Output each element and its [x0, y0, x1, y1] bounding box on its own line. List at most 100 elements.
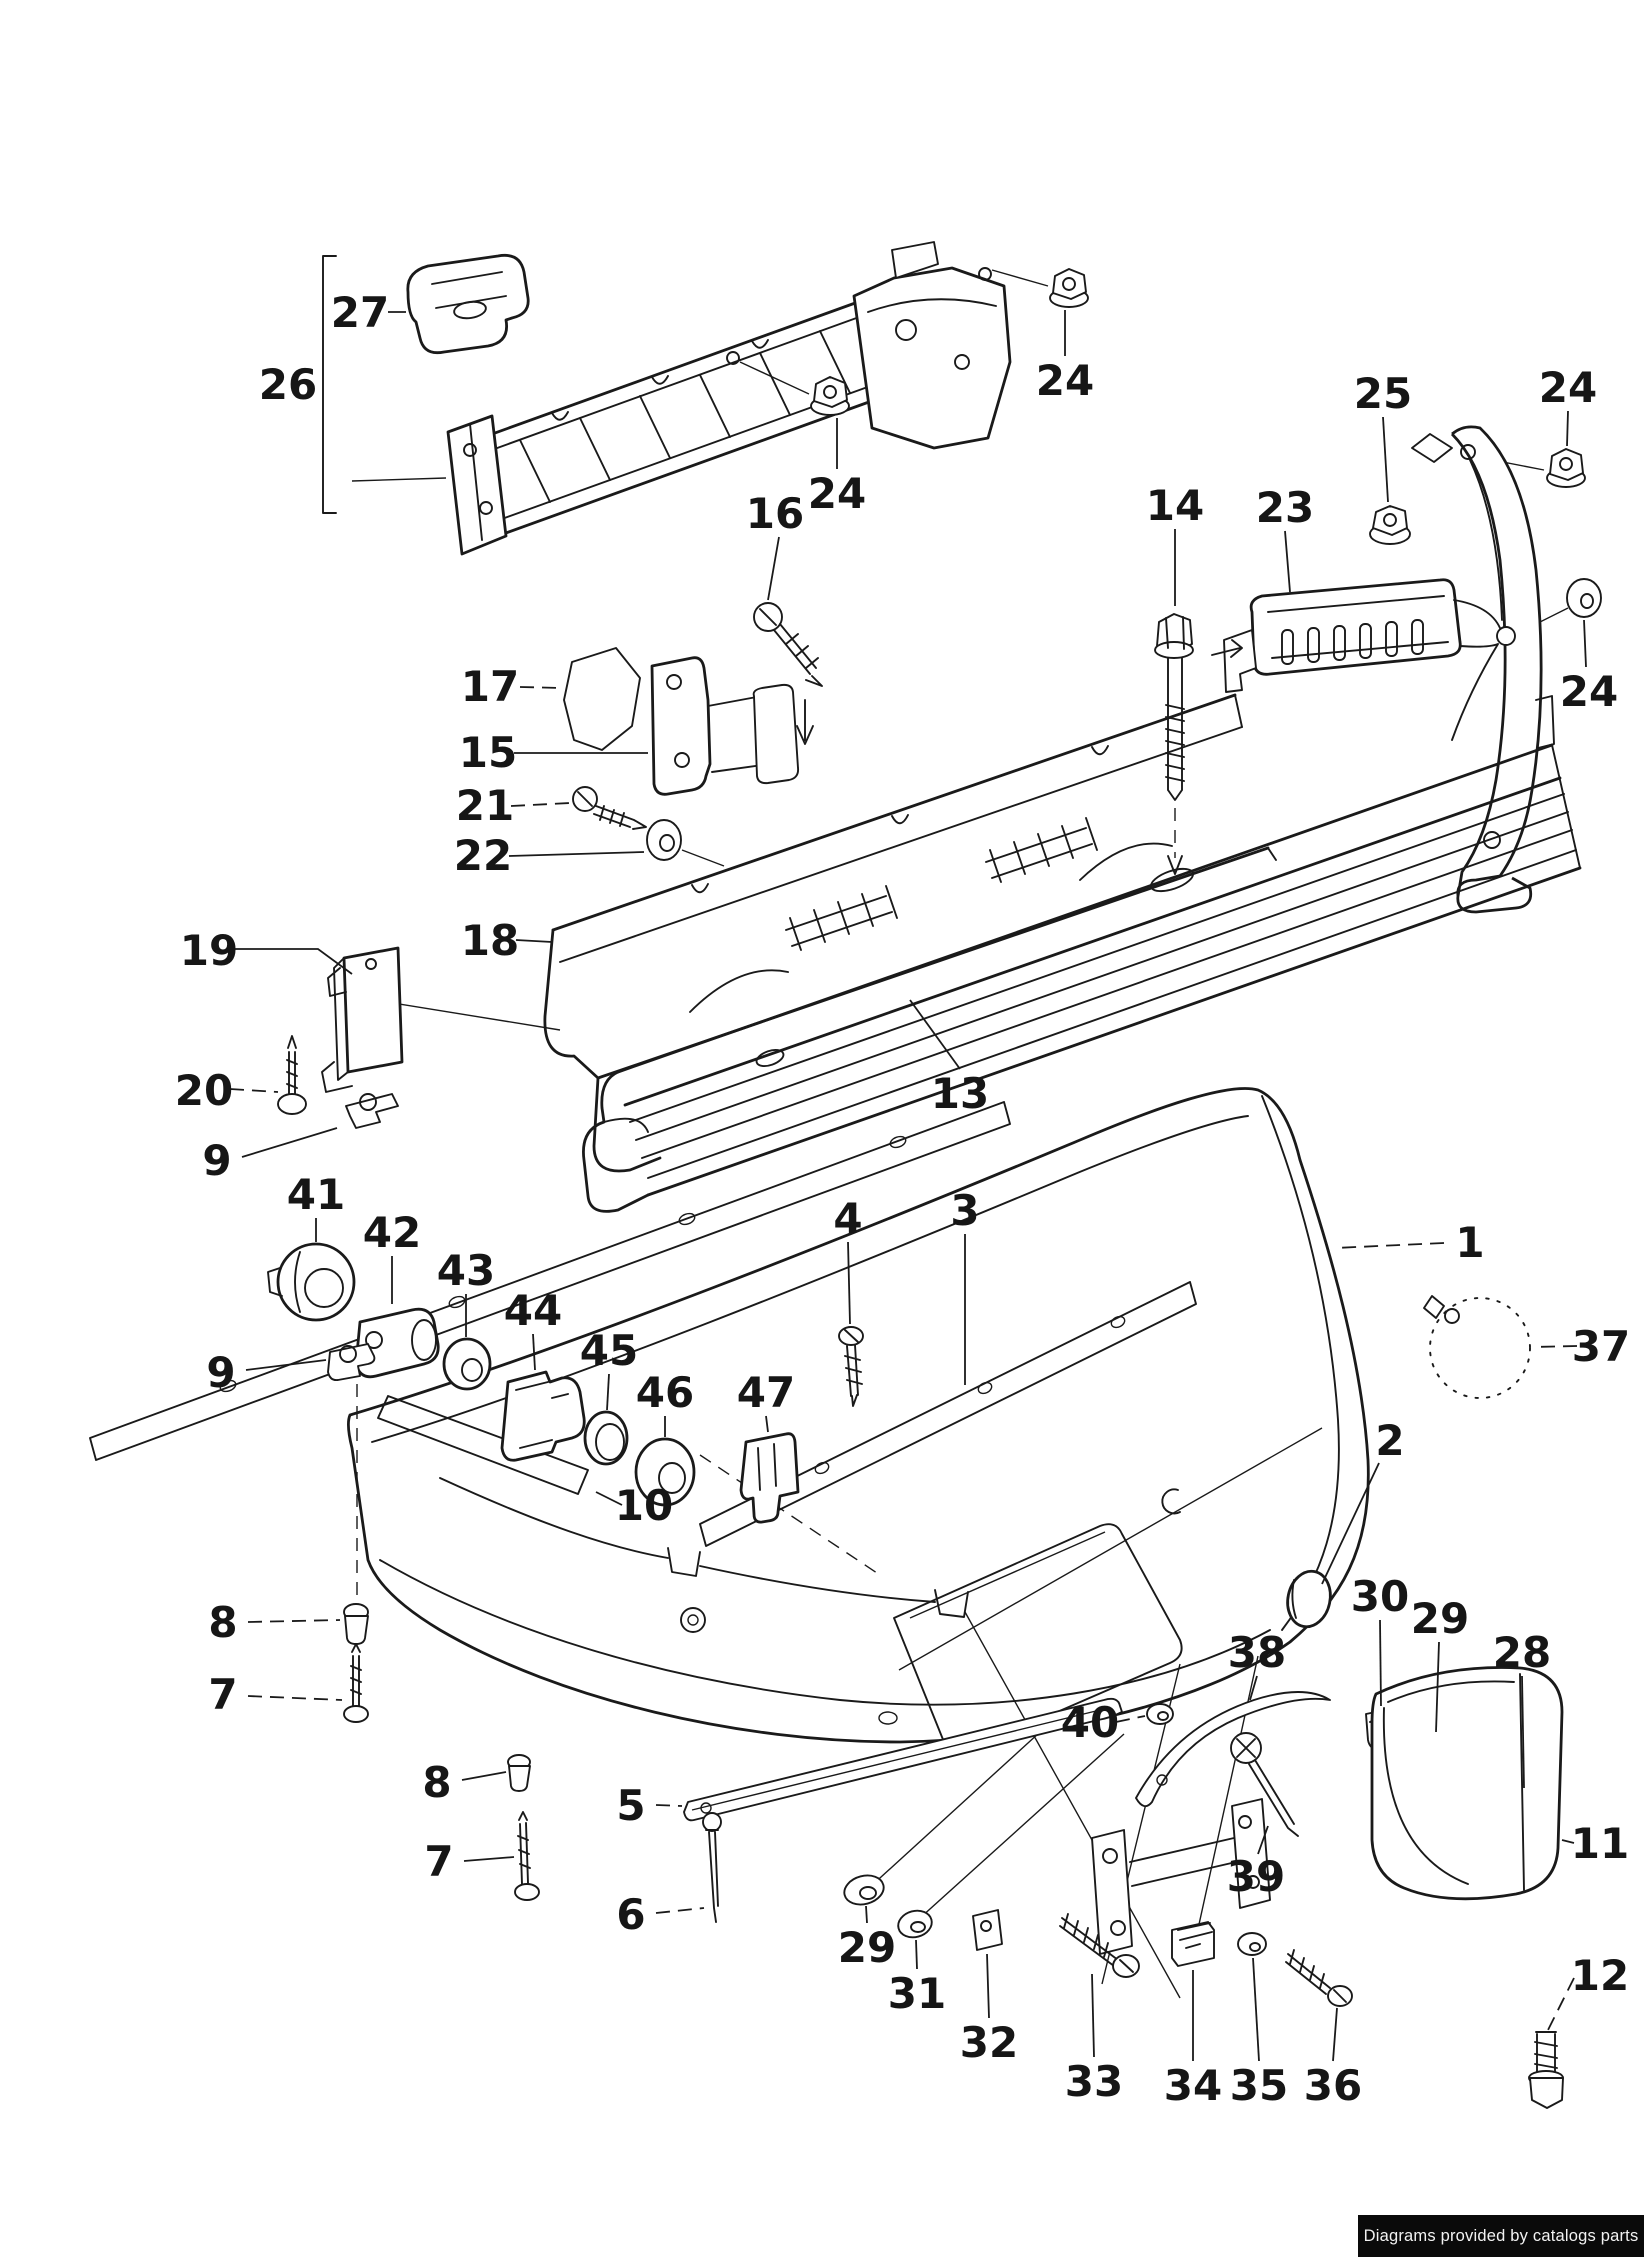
leader-line-44 — [532, 1333, 536, 1371]
leader-line-30 — [1379, 1619, 1382, 1707]
curved-arm — [1451, 425, 1543, 914]
callout-22[interactable]: 22 — [454, 831, 512, 880]
callout-27[interactable]: 27 — [331, 288, 389, 337]
callout-35[interactable]: 35 — [1230, 2061, 1288, 2110]
callout-2[interactable]: 2 — [1375, 1416, 1404, 1465]
ring-43 — [442, 1337, 492, 1391]
bottom-cluster — [843, 1798, 1353, 2007]
callout-32[interactable]: 32 — [960, 2018, 1018, 2067]
pad-17 — [563, 647, 641, 751]
mount-15 — [650, 656, 800, 796]
callout-4[interactable]: 4 — [833, 1194, 862, 1243]
retainer-47 — [739, 1432, 800, 1524]
callout-24[interactable]: 24 — [1036, 356, 1094, 405]
callout-24[interactable]: 24 — [1539, 363, 1597, 412]
callout-29[interactable]: 29 — [838, 1923, 896, 1972]
screw-33 — [1059, 1913, 1140, 1978]
callout-26[interactable]: 26 — [259, 360, 317, 409]
leader-line-11 — [1561, 1839, 1575, 1844]
leader-line-21 — [510, 802, 571, 807]
callout-1[interactable]: 1 — [1455, 1218, 1484, 1267]
callout-19[interactable]: 19 — [180, 926, 238, 975]
callout-37[interactable]: 37 — [1572, 1322, 1630, 1371]
callout-5[interactable]: 5 — [616, 1781, 645, 1830]
callout-25[interactable]: 25 — [1354, 369, 1412, 418]
callout-13[interactable]: 13 — [931, 1069, 989, 1118]
callout-12[interactable]: 12 — [1571, 1951, 1629, 2000]
callout-3[interactable]: 3 — [950, 1186, 979, 1235]
bolt-14 — [1154, 613, 1194, 875]
pin-6 — [702, 1812, 722, 1923]
callout-7[interactable]: 7 — [208, 1670, 237, 1719]
moulding-strip-upper — [89, 1101, 1011, 1461]
callout-36[interactable]: 36 — [1304, 2061, 1362, 2110]
leader-line-29 — [1435, 1641, 1440, 1733]
callout-45[interactable]: 45 — [580, 1326, 638, 1375]
callout-6[interactable]: 6 — [616, 1890, 645, 1939]
callout-29[interactable]: 29 — [1411, 1594, 1469, 1643]
nut-24-top — [1049, 268, 1089, 308]
callout-46[interactable]: 46 — [636, 1368, 694, 1417]
callout-24[interactable]: 24 — [808, 469, 866, 518]
clip-nut-9-upper — [345, 1093, 399, 1129]
leader-line-5 — [655, 1804, 683, 1807]
callout-28[interactable]: 28 — [1493, 1628, 1551, 1677]
panel-end-plate — [852, 266, 1012, 450]
screw-7-mid — [514, 1811, 540, 1901]
callout-11[interactable]: 11 — [1571, 1819, 1629, 1868]
leader-line-28 — [1521, 1675, 1525, 1789]
callout-20[interactable]: 20 — [175, 1066, 233, 1115]
washer-35 — [1237, 1932, 1267, 1956]
callout-38[interactable]: 38 — [1228, 1628, 1286, 1677]
callout-31[interactable]: 31 — [888, 1969, 946, 2018]
callout-41[interactable]: 41 — [287, 1170, 345, 1219]
rear-panel-assembly — [322, 241, 1012, 556]
callout-44[interactable]: 44 — [504, 1286, 562, 1335]
bracket-19-group — [277, 946, 561, 1129]
washer-31 — [897, 1909, 933, 1939]
leader-line-10 — [595, 1491, 623, 1506]
callout-7[interactable]: 7 — [424, 1837, 453, 1886]
callout-8[interactable]: 8 — [208, 1598, 237, 1647]
callout-18[interactable]: 18 — [461, 916, 519, 965]
leader-line-2 — [1321, 1462, 1380, 1585]
bracket-19 — [342, 946, 404, 1074]
callout-40[interactable]: 40 — [1061, 1698, 1119, 1747]
callout-21[interactable]: 21 — [456, 781, 514, 830]
callout-14[interactable]: 14 — [1146, 481, 1204, 530]
callout-47[interactable]: 47 — [737, 1368, 795, 1417]
bolt-12 — [1528, 2031, 1564, 2109]
callout-8[interactable]: 8 — [422, 1758, 451, 1807]
callout-15[interactable]: 15 — [459, 728, 517, 777]
clip-plate-32 — [972, 1909, 1003, 1951]
callout-10[interactable]: 10 — [615, 1481, 673, 1530]
bush-42 — [354, 1307, 440, 1379]
leader-line-12 — [1547, 1977, 1575, 2031]
screw-20 — [277, 1035, 307, 1115]
leader-line-7 — [247, 1695, 343, 1701]
callout-33[interactable]: 33 — [1065, 2057, 1123, 2106]
washer-22 — [646, 819, 725, 867]
callout-30[interactable]: 30 — [1351, 1572, 1409, 1621]
callout-23[interactable]: 23 — [1256, 483, 1314, 532]
leader-line-39 — [1257, 1825, 1269, 1855]
callout-17[interactable]: 17 — [461, 662, 519, 711]
callout-16[interactable]: 16 — [746, 489, 804, 538]
callout-34[interactable]: 34 — [1164, 2061, 1222, 2110]
nut-24-left — [810, 376, 850, 416]
leader-line-32 — [986, 1953, 990, 2019]
leader-line-24 — [1566, 410, 1569, 447]
callout-9[interactable]: 9 — [202, 1136, 231, 1185]
callout-39[interactable]: 39 — [1227, 1852, 1285, 1901]
leader-line-23 — [1284, 530, 1291, 593]
callout-42[interactable]: 42 — [363, 1208, 421, 1257]
bracket-23-assembly — [1211, 425, 1555, 914]
reinforcement-bar-13 — [582, 743, 1582, 1213]
leader-line-38 — [1249, 1675, 1258, 1701]
callout-43[interactable]: 43 — [437, 1246, 495, 1295]
callout-24[interactable]: 24 — [1560, 667, 1618, 716]
callout-9[interactable]: 9 — [206, 1348, 235, 1397]
leader-line-9 — [241, 1127, 338, 1158]
leader-line-33 — [1091, 1973, 1095, 2058]
